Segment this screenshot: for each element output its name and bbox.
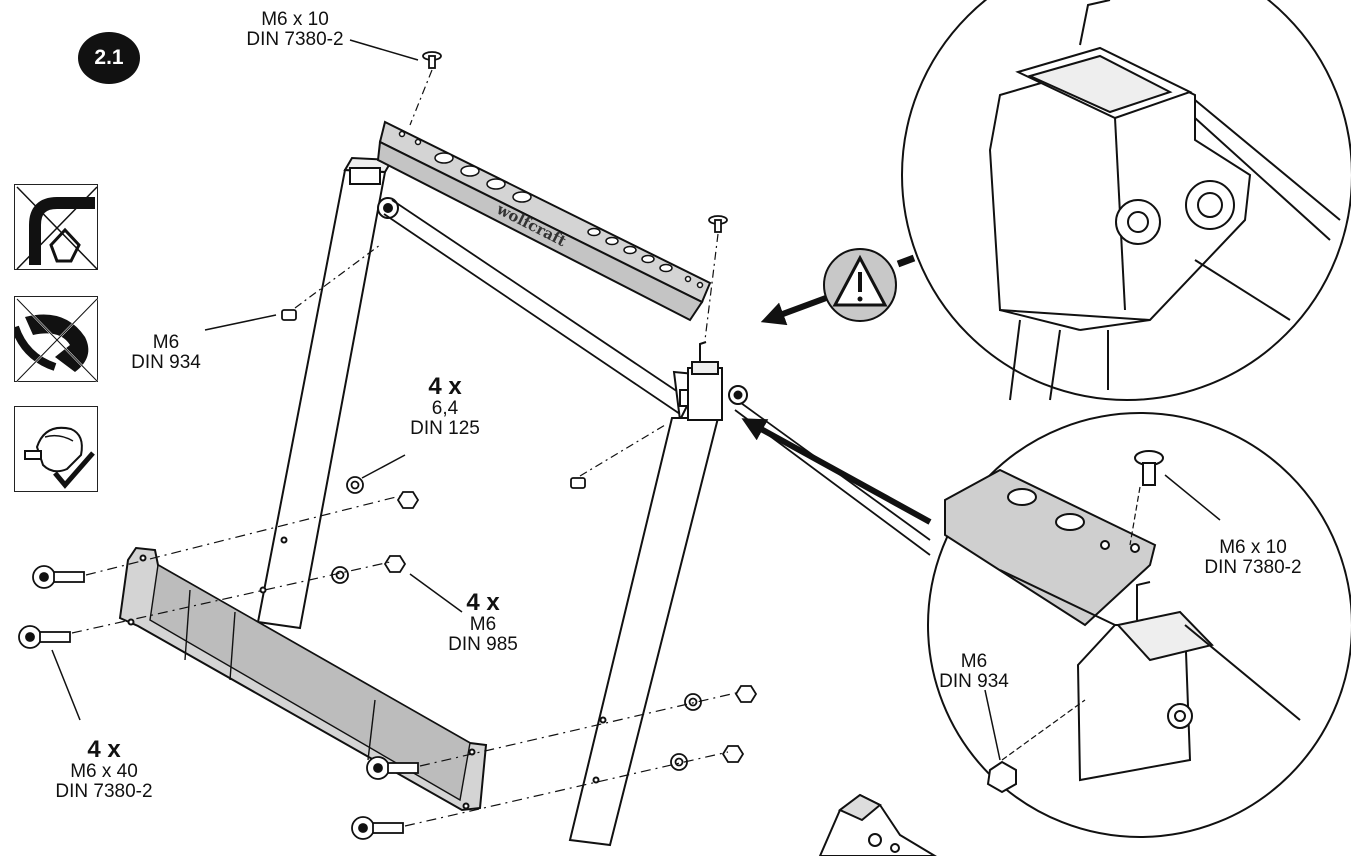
no-hex-key-panel: [14, 184, 98, 270]
long-bolt-label: 4 x M6 x 40 DIN 7380-2: [55, 736, 153, 803]
hand-tighten-panel: [14, 406, 98, 492]
top-rail: [376, 120, 712, 322]
bottom-rail: [118, 546, 488, 812]
top-nuts: [281, 244, 666, 489]
bolts-and-washers: [18, 476, 758, 840]
warning-triangle-icon: [823, 248, 916, 322]
top-screw-label: M6 x 10 DIN 7380-2: [246, 9, 344, 50]
hand-tighten-ok-icon: [24, 426, 95, 489]
top-screws: [409, 51, 728, 341]
step-badge: 2.1: [78, 32, 140, 84]
no-hex-key-icon: [16, 186, 98, 270]
pointer-arrows: [741, 295, 932, 525]
right-leg: [568, 341, 748, 847]
partial-part: [818, 793, 937, 856]
left-nut-label: M6 DIN 934: [131, 332, 201, 373]
left-leg: [256, 156, 399, 630]
leader-lines: [51, 39, 463, 721]
locknut-label: 4 x M6 DIN 985: [448, 589, 518, 656]
detail-view-bottom: [927, 412, 1351, 838]
detail-nut-label: M6 DIN 934: [939, 651, 1009, 692]
detail-screw-label: M6 x 10 DIN 7380-2: [1204, 537, 1302, 578]
no-wrench-panel: [14, 296, 98, 382]
washer-label: 4 x 6,4 DIN 125: [410, 373, 480, 440]
no-wrench-icon: [15, 298, 98, 382]
detail-view-top: [901, 0, 1351, 401]
